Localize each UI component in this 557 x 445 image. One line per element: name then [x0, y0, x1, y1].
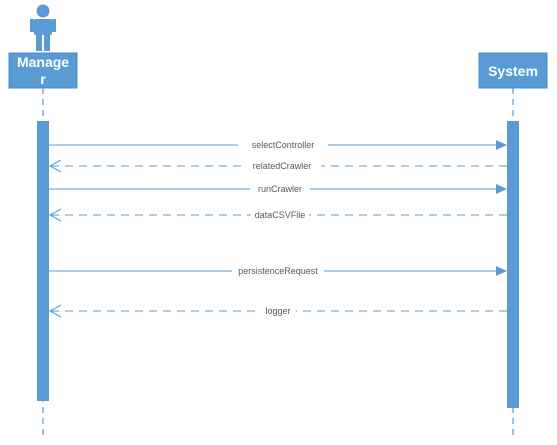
- message-data-csv-file: dataCSVFile: [48, 208, 507, 222]
- message-label: persistenceRequest: [238, 266, 318, 276]
- message-logger: logger: [48, 304, 507, 318]
- system-actor-box: System: [478, 52, 548, 89]
- message-run-crawler: runCrawler: [49, 183, 507, 195]
- manager-actor-box: Manage r: [8, 52, 78, 89]
- message-label: dataCSVFile: [255, 210, 306, 220]
- manager-label-line-1: Manage: [17, 54, 69, 70]
- person-icon: [30, 4, 56, 51]
- message-label: runCrawler: [258, 184, 302, 194]
- system-label: System: [488, 63, 538, 79]
- manager-activation-bar: [37, 121, 49, 401]
- message-label: relatedCrawler: [253, 161, 312, 171]
- manager-label-line-2: r: [40, 71, 46, 87]
- message-related-crawler: relatedCrawler: [48, 159, 507, 173]
- message-select-controller: selectController: [49, 139, 507, 151]
- message-label: logger: [265, 306, 290, 316]
- message-persistence-request: persistenceRequest: [49, 265, 507, 277]
- system-activation-bar: [507, 121, 519, 408]
- message-label: selectController: [252, 140, 315, 150]
